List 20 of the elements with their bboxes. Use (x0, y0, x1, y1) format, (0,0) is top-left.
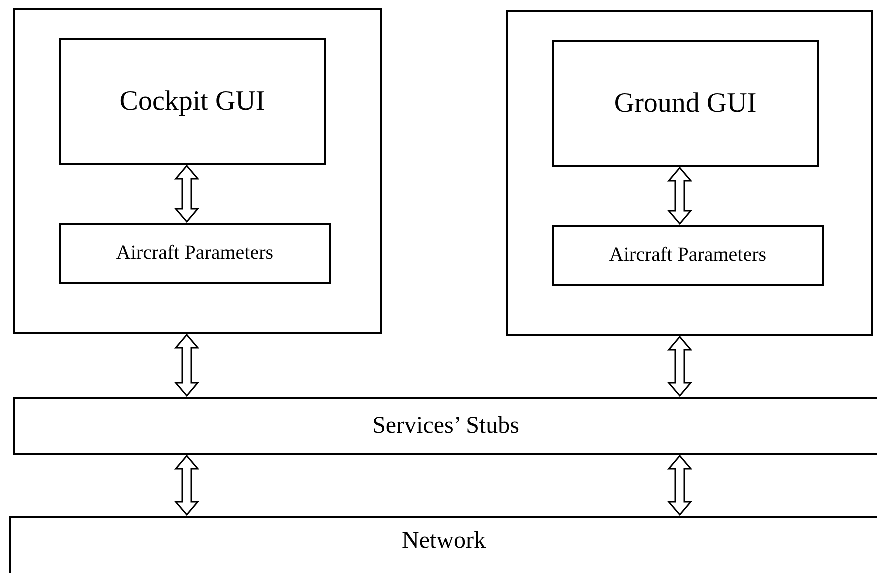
node-label: Network (402, 528, 486, 555)
node-label: Aircraft Parameters (609, 244, 767, 267)
double-arrow (174, 334, 200, 398)
double-arrow (667, 454, 693, 516)
node-label: Aircraft Parameters (116, 242, 274, 265)
layer-bar (9, 516, 877, 573)
double-arrow (174, 164, 200, 224)
container-box (506, 10, 873, 336)
layer-bar (13, 397, 877, 455)
module-box (552, 40, 819, 167)
module-box (552, 225, 824, 286)
double-arrow (667, 336, 693, 398)
node-label: Services’ Stubs (372, 412, 520, 440)
module-box (59, 38, 326, 165)
node-label: Ground GUI (614, 88, 757, 120)
module-box (59, 223, 331, 284)
container-box (13, 8, 382, 334)
double-arrow (174, 454, 200, 516)
node-label: Cockpit GUI (120, 86, 266, 118)
double-arrow (667, 166, 693, 226)
